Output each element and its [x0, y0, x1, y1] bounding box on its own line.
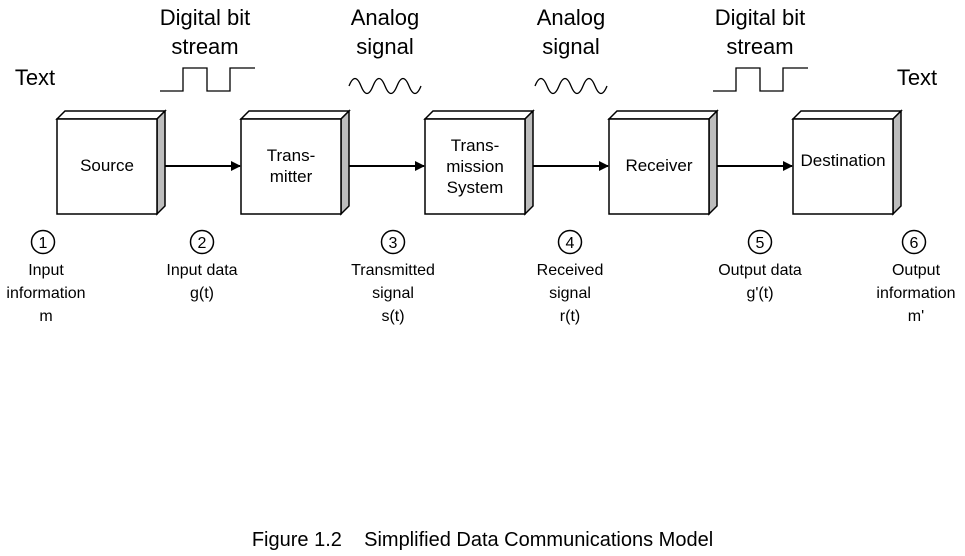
point-4-marker: [557, 229, 583, 255]
transmission-system-box: [423, 109, 535, 216]
receiver-label: Receiver: [625, 156, 693, 175]
point-3-label: Transmitted signal s(t): [351, 262, 435, 325]
point-2-label: Input data g(t): [166, 262, 238, 302]
destination-box: [791, 109, 903, 216]
source-label: Source: [80, 156, 134, 175]
point-5-marker: [747, 229, 773, 255]
transmitter-label: Trans- mitter: [266, 146, 316, 186]
text-label-input: Text: [14, 65, 56, 90]
point-6-marker: [901, 229, 927, 255]
receiver-box: [607, 109, 719, 216]
point-6-label: Output information m': [876, 262, 956, 325]
analog-waveform-icon: [348, 77, 422, 95]
digital-waveform-icon: [160, 67, 255, 92]
source-box: [55, 109, 167, 216]
point-3-marker: [380, 229, 406, 255]
point-1-label: Input information m: [6, 262, 86, 325]
point-1-number: 1: [39, 235, 48, 252]
point-1-marker: [30, 229, 56, 255]
signal-label-digital-input: Digital bit stream: [159, 5, 251, 59]
figure-caption: Figure 1.2 Simplified Data Communication…: [251, 529, 714, 551]
point-2-number: 2: [198, 235, 207, 252]
point-5-number: 5: [756, 235, 765, 252]
point-2-marker: [189, 229, 215, 255]
signal-label-analog-received: Analog signal: [536, 5, 606, 59]
text-label-output: Text: [896, 65, 938, 90]
digital-waveform-icon: [713, 67, 808, 92]
signal-label-digital-output: Digital bit stream: [714, 5, 806, 59]
point-5-label: Output data g'(t): [718, 262, 802, 302]
point-4-label: Received signal r(t): [536, 262, 604, 325]
transmission-system-label: Trans- mission System: [446, 136, 504, 197]
transmitter-box: [239, 109, 351, 216]
point-3-number: 3: [389, 235, 398, 252]
point-4-number: 4: [566, 235, 575, 252]
analog-waveform-icon: [534, 77, 608, 95]
destination-label: Destination: [800, 151, 886, 170]
point-6-number: 6: [910, 235, 919, 252]
signal-label-analog-transmitted: Analog signal: [350, 5, 420, 59]
